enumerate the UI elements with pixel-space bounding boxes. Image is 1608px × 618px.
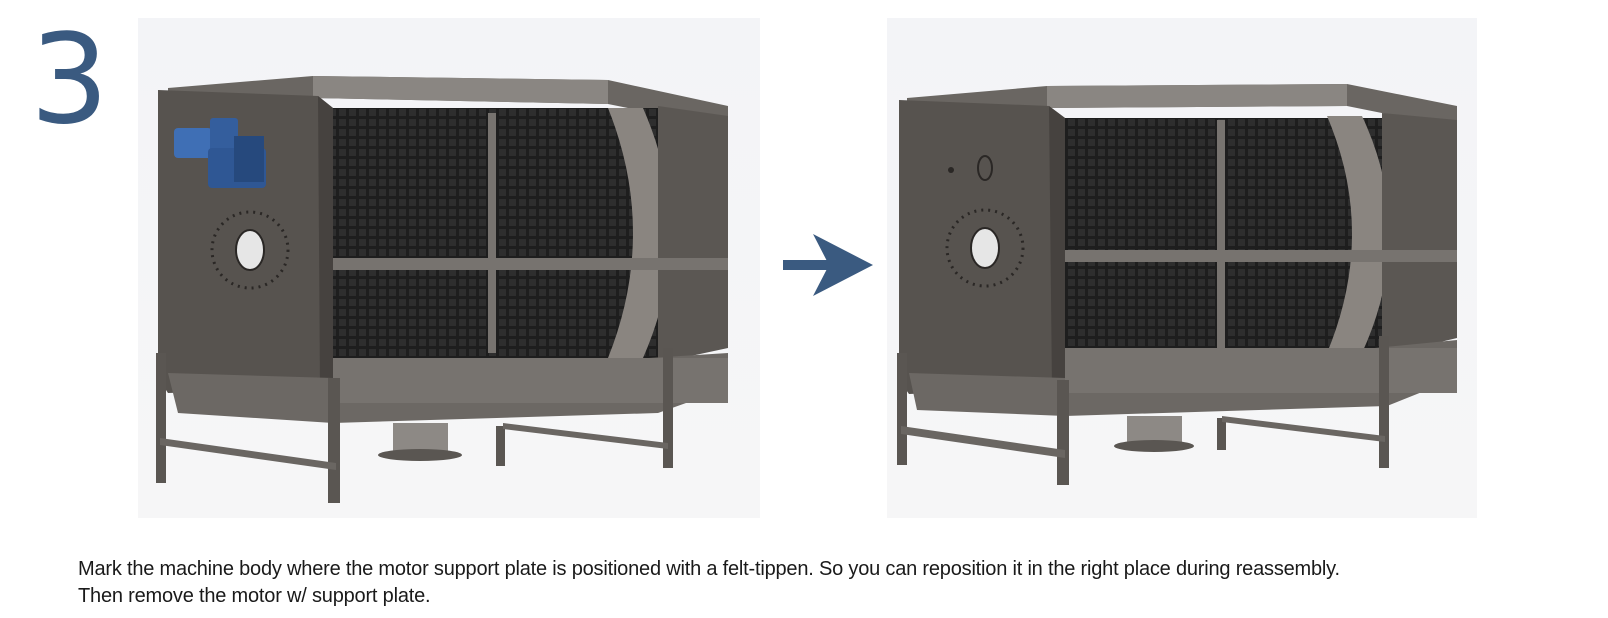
- instruction-line-2: Then remove the motor w/ support plate.: [78, 585, 431, 607]
- machine-with-motor-illustration: [138, 18, 760, 518]
- instruction-text: Mark the machine body where the motor su…: [78, 556, 1578, 610]
- instruction-line-1: Mark the machine body where the motor su…: [78, 558, 1340, 580]
- machine-without-motor-illustration: [887, 18, 1477, 518]
- arrow-right-icon: [783, 234, 873, 296]
- step-number: 3: [30, 8, 109, 152]
